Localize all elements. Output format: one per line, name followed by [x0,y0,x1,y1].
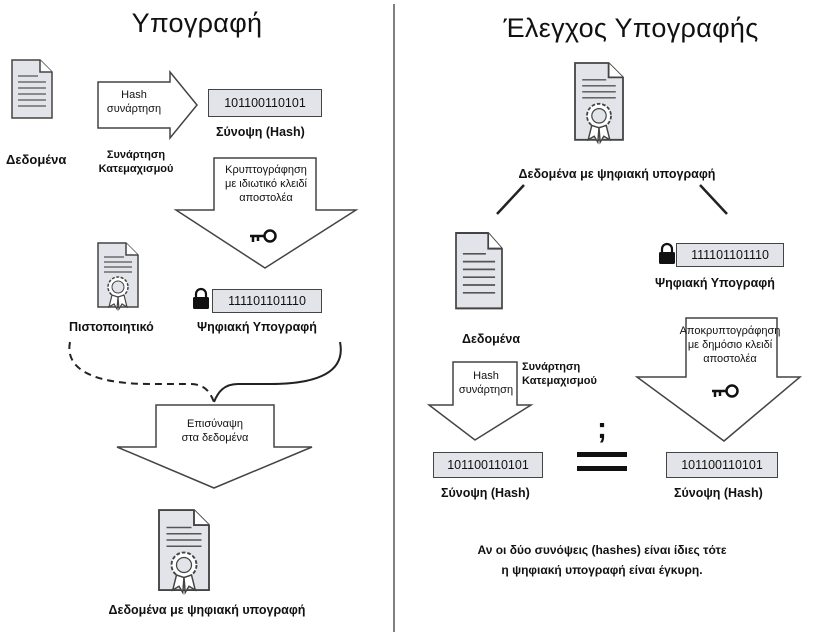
decrypt-label-line: με δημόσιο κλειδί [687,339,773,351]
solid-connector [213,341,342,403]
attach-arrow-icon [116,404,313,489]
hash-caption: Σύνοψη (Hash) [216,125,305,139]
conclusion-note: Αν οι δύο συνόψεις (hashes) είναι ίδιες … [477,540,726,580]
signed-document-icon [158,509,210,594]
certificate-label: Πιστοποιητικό [69,320,154,334]
hash-arrow-label: Hash συνάρτηση [107,88,161,116]
signature-value-box-right: 111101101110 [676,243,784,267]
branch-line-left [496,184,525,215]
lock-icon [657,242,677,266]
conclusion-line: Αν οι δύο συνόψεις (hashes) είναι ίδιες … [477,543,727,557]
document-icon [11,59,53,119]
signed-data-label: Δεδομένα με ψηφιακή υπογραφή [518,167,716,181]
hash-caption-left: Σύνοψη (Hash) [441,486,530,500]
lock-icon [191,287,211,311]
hash-arrow-label-right: Hash συνάρτηση [459,369,513,397]
encrypt-label: Κρυπτογράφηση με ιδιωτικό κλειδί αποστολ… [225,163,307,205]
decrypt-arrow-icon [634,317,803,442]
decrypt-label-line: Αποκρυπτογράφηση [679,325,781,337]
encrypt-arrow-icon [173,157,359,269]
data-label-right: Δεδομένα [462,332,521,346]
hash-arrow-label-line: συνάρτηση [106,103,162,115]
encrypt-label-line: Κρυπτογράφηση [225,164,307,176]
attach-label: Επισύναψη στα δεδομένα [182,417,249,445]
hash-function-label-line: Κατεμαχισμού [522,375,597,387]
signature-label-right: Ψηφιακή Υπογραφή [655,276,775,290]
encrypt-label-line: με ιδιωτικό κλειδί [225,178,307,190]
arrow-right-icon [97,69,198,141]
result-label: Δεδομένα με ψηφιακή υπογραφή [108,603,306,617]
hash-function-label: Συνάρτηση Κατεμαχισμού [99,148,174,176]
signature-label: Ψηφιακή Υπογραφή [197,320,317,334]
encrypt-label-line: αποστολέα [239,192,293,204]
hash-arrow-icon [426,361,534,441]
signed-document-icon [574,62,624,144]
verification-title: Έλεγχος Υπογραφής [503,13,759,43]
branch-line-right [699,184,728,215]
dashed-connector [68,341,215,403]
hash-value-box-right: 101100110101 [666,452,778,478]
hash-arrow-label-line: Hash [473,370,499,382]
hash-value-box: 101100110101 [208,89,322,117]
conclusion-line: η ψηφιακή υπογραφή είναι έγκυρη. [501,563,703,577]
hash-function-label-line: Συνάρτηση [106,149,166,161]
hash-function-label-right: Συνάρτηση Κατεμαχισμού [522,360,597,388]
hash-arrow-label-line: Hash [121,89,147,101]
attach-label-line: Επισύναψη [186,418,243,430]
decrypt-label: Αποκρυπτογράφηση με δημόσιο κλειδί αποστ… [680,324,781,366]
document-icon [455,232,503,310]
data-label: Δεδομένα [6,152,67,167]
signature-value-box: 111101101110 [212,289,322,313]
signing-title: Υπογραφή [131,8,263,38]
decrypt-label-line: αποστολέα [703,353,757,365]
hash-value-box-left: 101100110101 [433,452,543,478]
hash-arrow-label-line: συνάρτηση [458,384,514,396]
question-mark: ; [597,412,607,445]
attach-label-line: στα δεδομένα [181,432,249,444]
hash-caption-right: Σύνοψη (Hash) [674,486,763,500]
equals-icon [577,452,627,471]
hash-function-label-line: Συνάρτηση [522,361,581,373]
certificate-icon [97,242,139,310]
hash-function-label-line: Κατεμαχισμού [98,163,174,175]
